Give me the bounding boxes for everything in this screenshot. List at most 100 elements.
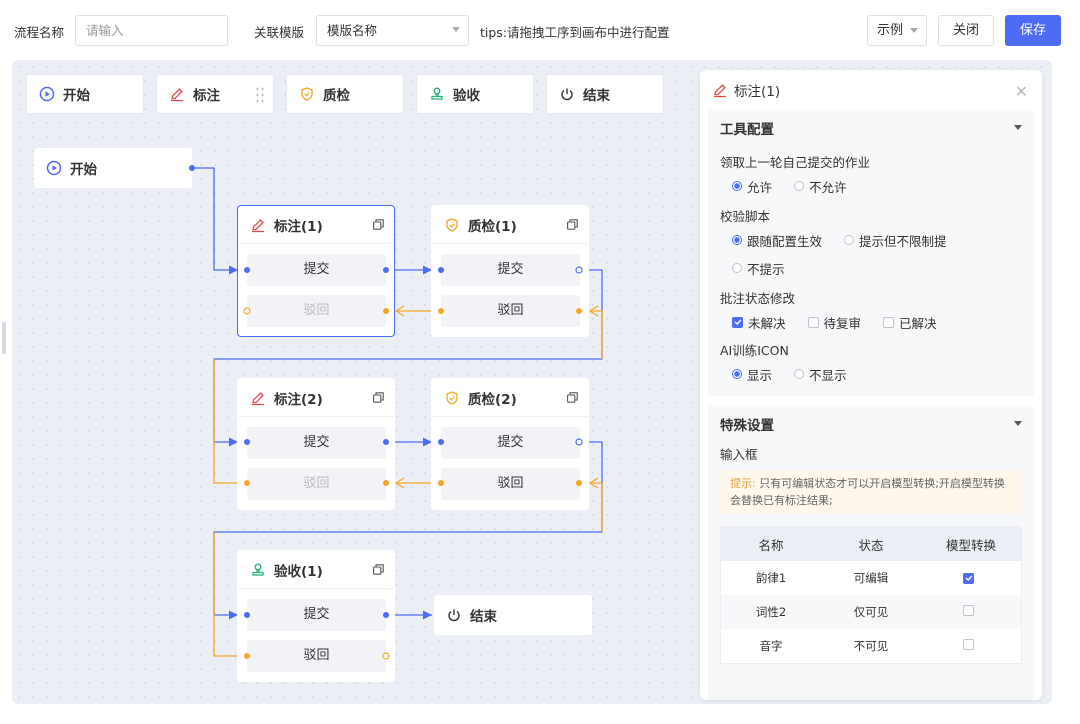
convert-cell — [921, 571, 1021, 585]
node-header: 标注(1) — [238, 206, 394, 244]
submit-port[interactable]: 提交 — [247, 254, 386, 286]
radio-hint-only[interactable]: 提示但不限制提 — [844, 228, 947, 252]
power-icon — [446, 607, 462, 623]
checkbox-checked[interactable] — [732, 316, 743, 328]
radio-show[interactable]: 显示 — [732, 362, 772, 386]
radio-checked[interactable] — [732, 235, 742, 245]
radio-unchecked[interactable] — [794, 181, 805, 191]
drag-grip-icon[interactable] — [255, 86, 265, 104]
submit-port[interactable]: 提交 — [247, 427, 386, 459]
template-select[interactable]: 模版名称 — [316, 15, 469, 46]
node-header: 验收(1) — [238, 551, 394, 589]
node-title: 标注(1) — [274, 218, 323, 235]
checkbox-unchecked[interactable] — [807, 316, 819, 328]
checkbox-resolved[interactable]: 已解决 — [883, 310, 937, 334]
option-label: 未解决 — [748, 315, 786, 331]
node-accept-1[interactable]: 验收(1) 提交 驳回 — [237, 550, 395, 682]
palette-end-label: 结束 — [583, 88, 610, 104]
checkbox-group: 未解决 待复审 已解决 — [708, 310, 1034, 334]
caret-down-icon[interactable] — [1014, 421, 1022, 426]
tips-text: tips:请拖拽工序到画布中进行配置 — [480, 25, 670, 40]
node-annotate-2[interactable]: 标注(2) 提交 驳回 — [237, 378, 395, 510]
radio-follow-config[interactable]: 跟随配置生效 — [732, 228, 822, 252]
palette-start-label: 开始 — [63, 88, 90, 104]
palette-start[interactable]: 开始 — [26, 74, 144, 114]
radio-checked[interactable] — [732, 181, 742, 191]
submit-port[interactable]: 提交 — [441, 427, 580, 459]
palette-qc[interactable]: 质检 — [286, 74, 404, 114]
flow-name-input[interactable]: 请输入 — [75, 15, 228, 46]
node-end[interactable]: 结束 — [434, 595, 592, 635]
chevron-down-icon — [452, 27, 460, 32]
table-header: 名称 状态 模型转换 — [721, 527, 1021, 561]
copy-icon[interactable] — [373, 392, 384, 403]
example-dropdown[interactable]: 示例 — [867, 15, 927, 46]
resize-handle[interactable] — [2, 322, 6, 354]
tool-config-header[interactable]: 工具配置 — [708, 110, 1034, 146]
table-row: 音字 不可见 — [721, 629, 1021, 663]
checkbox-unchecked[interactable] — [963, 639, 974, 650]
row-status: 可编辑 — [853, 571, 889, 585]
palette-end[interactable]: 结束 — [546, 74, 664, 114]
power-icon — [559, 86, 575, 102]
shield-check-icon — [444, 217, 460, 233]
radio-checked[interactable] — [732, 369, 742, 379]
radio-hide[interactable]: 不显示 — [794, 362, 847, 386]
special-settings-header[interactable]: 特殊设置 — [708, 406, 1034, 442]
radio-disallow[interactable]: 不允许 — [794, 174, 847, 198]
copy-icon[interactable] — [567, 392, 578, 403]
hint-box: 提示: 只有可编辑状态才可以开启模型转换;开启模型转换会替换已有标注结果; — [720, 470, 1022, 514]
checkbox-unchecked[interactable] — [883, 316, 895, 328]
column-header: 状态 — [858, 537, 884, 553]
radio-unchecked[interactable] — [844, 235, 855, 245]
submit-port[interactable]: 提交 — [441, 254, 580, 286]
question-label: AI训练ICON — [720, 343, 789, 358]
copy-icon[interactable] — [373, 219, 384, 230]
radio-no-hint[interactable]: 不提示 — [732, 256, 785, 280]
palette-qc-label: 质检 — [323, 88, 350, 104]
reject-port[interactable]: 驳回 — [441, 468, 580, 500]
node-qc-2[interactable]: 质检(2) 提交 驳回 — [431, 378, 589, 510]
radio-unchecked[interactable] — [732, 263, 742, 273]
reject-port[interactable]: 驳回 — [441, 295, 580, 327]
tool-config-section: 工具配置 领取上一轮自己提交的作业 允许 不允许 校验脚本 跟随配置生效 提示但… — [708, 110, 1034, 396]
row-status: 仅可见 — [853, 605, 889, 619]
checkbox-unchecked[interactable] — [963, 605, 974, 616]
reject-port[interactable]: 驳回 — [247, 468, 386, 500]
panel-title: 标注(1) — [734, 84, 781, 100]
palette-accept[interactable]: 验收 — [416, 74, 534, 114]
node-qc-1[interactable]: 质检(1) 提交 驳回 — [431, 205, 589, 337]
submit-port[interactable]: 提交 — [247, 599, 386, 631]
copy-icon[interactable] — [373, 564, 384, 575]
radio-unchecked[interactable] — [794, 369, 805, 379]
close-icon[interactable]: ✕ — [1014, 82, 1028, 101]
node-start[interactable]: 开始 — [34, 148, 192, 188]
option-label: 不提示 — [747, 261, 785, 277]
reject-port[interactable]: 驳回 — [247, 295, 386, 327]
caret-down-icon[interactable] — [1014, 125, 1022, 130]
palette-annotate[interactable]: 标注 — [156, 74, 274, 114]
checkbox-pending-review[interactable]: 待复审 — [807, 310, 861, 334]
radio-allow[interactable]: 允许 — [732, 174, 772, 198]
shield-check-icon — [299, 86, 315, 102]
option-label: 跟随配置生效 — [747, 233, 823, 249]
tool-config-title: 工具配置 — [720, 122, 774, 138]
question-label: 校验脚本 — [720, 209, 771, 224]
copy-icon[interactable] — [567, 219, 578, 230]
config-panel: 标注(1) ✕ 工具配置 领取上一轮自己提交的作业 允许 不允许 校验脚本 跟随… — [700, 70, 1042, 700]
example-label: 示例 — [876, 23, 903, 38]
reject-port[interactable]: 驳回 — [247, 640, 386, 672]
convert-cell — [921, 639, 1021, 653]
checkbox-unresolved[interactable]: 未解决 — [732, 310, 786, 334]
close-button[interactable]: 关闭 — [938, 15, 994, 46]
input-box-label: 输入框 — [720, 447, 758, 462]
pencil-icon — [169, 86, 185, 102]
convert-cell — [921, 605, 1021, 619]
node-annotate-1[interactable]: 标注(1) 提交 驳回 — [237, 205, 395, 337]
node-title: 质检(2) — [468, 391, 517, 408]
node-header: 质检(2) — [432, 379, 588, 417]
save-button[interactable]: 保存 — [1005, 15, 1061, 46]
checkbox-checked[interactable] — [963, 572, 974, 584]
option-label: 已解决 — [899, 315, 937, 331]
